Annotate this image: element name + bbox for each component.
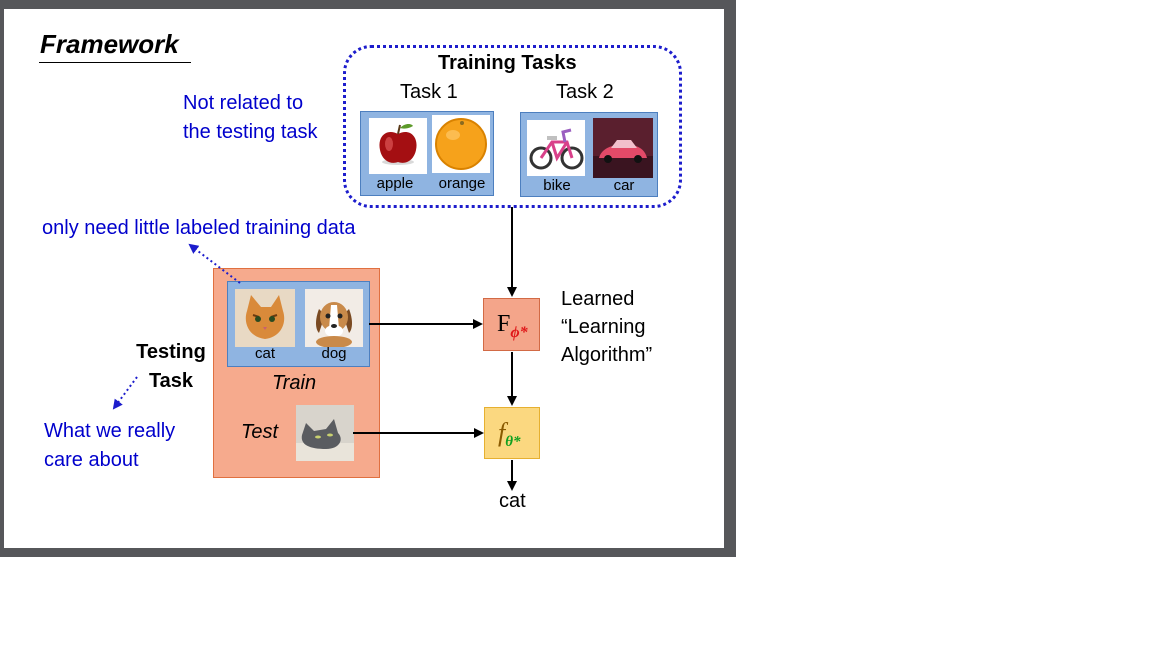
testing-task-heading: Testing Task: [131, 338, 211, 396]
task2-box: bike car: [520, 112, 658, 197]
task2-label: Task 2: [556, 81, 614, 103]
training-tasks-group: [343, 45, 682, 208]
testing-task-box: cat dog Train Test: [213, 268, 380, 478]
apple-caption: apple: [376, 175, 414, 192]
learned-model-box: fθ*: [484, 407, 540, 459]
slide: Framework Not related to the testing tas…: [4, 9, 724, 548]
bike-caption: bike: [543, 177, 571, 194]
big-f-symbol: F: [497, 311, 511, 337]
not-related-line1: Not related to: [183, 92, 304, 114]
task1-box: apple orange: [360, 111, 494, 196]
car-caption: car: [613, 177, 635, 194]
arrows-layer: [112, 207, 517, 491]
training-tasks-heading: Training Tasks: [438, 52, 577, 74]
orange-caption: orange: [438, 175, 486, 192]
meta-learner-box: Fϕ*: [483, 298, 540, 351]
theta-subscript: θ*: [505, 434, 521, 450]
bike-image: [527, 120, 585, 176]
really-care-line1: What we really: [44, 420, 176, 442]
apple-image: [369, 118, 427, 174]
dog-caption: dog: [321, 345, 347, 362]
slide-title: Framework: [40, 29, 179, 59]
train-support-box: cat dog: [227, 281, 370, 367]
really-care-note: What we really care about: [44, 417, 175, 475]
learner-description: Learned “Learning Algorithm”: [561, 285, 652, 369]
little-data-dotted-arrow: [188, 243, 241, 284]
test-label: Test: [241, 421, 279, 443]
learner-desc-line1: Learned: [561, 288, 635, 310]
car-image: [593, 118, 653, 178]
little-data-note: only need little labeled training data: [42, 217, 356, 239]
testing-heading-line2: Task: [148, 370, 194, 392]
phi-subscript: ϕ*: [510, 324, 528, 341]
output-label: cat: [499, 490, 526, 512]
learner-desc-line3: Algorithm”: [561, 344, 653, 366]
not-related-line2: the testing task: [183, 121, 318, 143]
learner-desc-line2: “Learning: [561, 316, 646, 338]
test-cat-image: [296, 405, 354, 461]
testing-heading-line1: Testing: [136, 341, 206, 363]
train-label: Train: [272, 372, 317, 394]
really-care-line2: care about: [44, 449, 139, 471]
cat-image: [235, 289, 295, 347]
dog-image: [305, 289, 363, 348]
slide-frame: Framework Not related to the testing tas…: [0, 0, 736, 557]
small-f-symbol: f: [498, 418, 506, 447]
cat-caption: cat: [254, 345, 275, 362]
really-care-dotted-arrow: [112, 376, 138, 410]
task1-label: Task 1: [400, 81, 458, 103]
not-related-note: Not related to the testing task: [183, 89, 318, 147]
orange-image: [432, 115, 490, 173]
title-underline: [39, 62, 191, 63]
